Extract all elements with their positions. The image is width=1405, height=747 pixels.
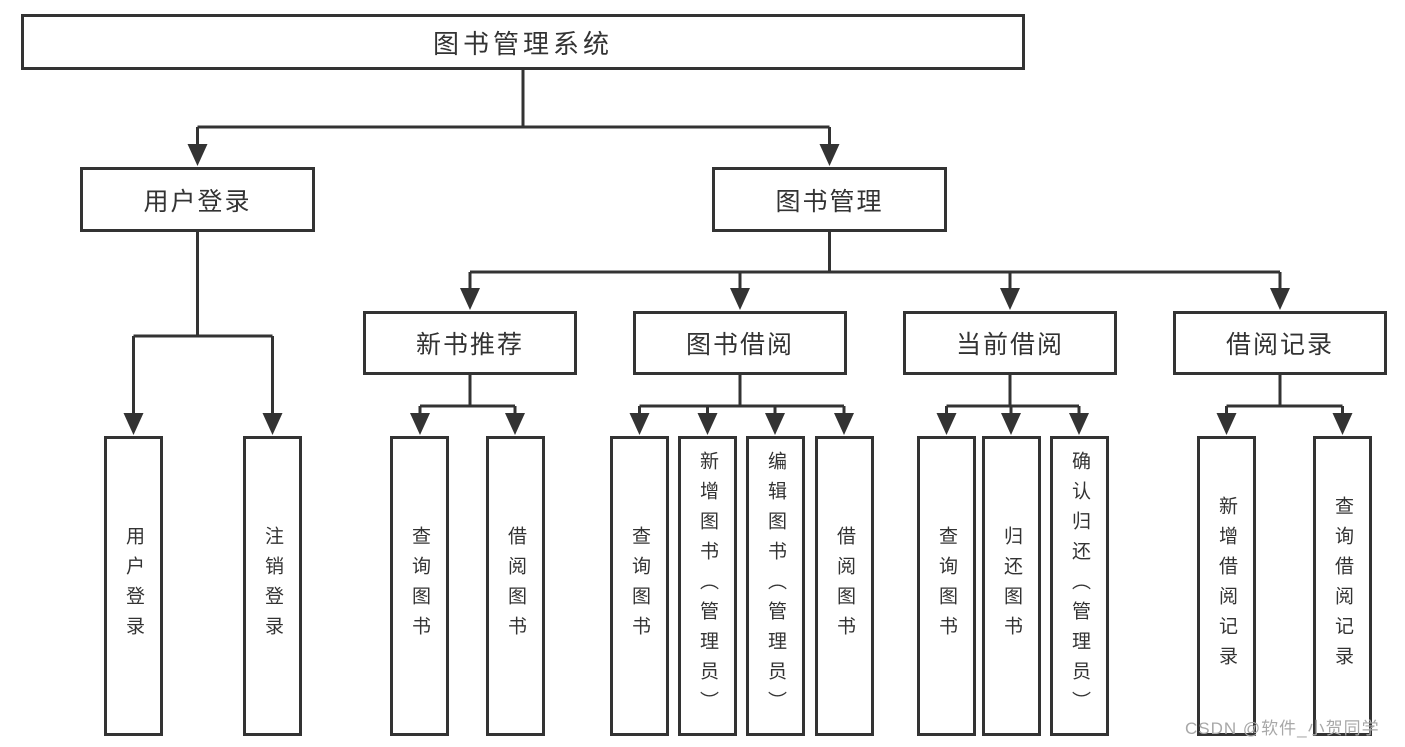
node-leaf-query-borrow-record: 查询借阅记录 [1313, 436, 1372, 736]
node-current-borrow: 当前借阅 [903, 311, 1117, 375]
node-leaf-borrow-books-recommend: 借阅图书 [486, 436, 545, 736]
node-leaf-query-books-current: 查询图书 [917, 436, 976, 736]
node-book-borrow: 图书借阅 [633, 311, 847, 375]
node-borrow-records: 借阅记录 [1173, 311, 1387, 375]
node-leaf-add-book-admin: 新增图书（管理员） [678, 436, 737, 736]
csdn-watermark: CSDN @软件_小贺同学 [1185, 719, 1380, 738]
node-leaf-return-book: 归还图书 [982, 436, 1041, 736]
node-user-login: 用户登录 [80, 167, 315, 232]
node-leaf-borrow-books: 借阅图书 [815, 436, 874, 736]
node-leaf-query-books-borrow: 查询图书 [610, 436, 669, 736]
node-leaf-confirm-return-admin: 确认归还（管理员） [1050, 436, 1109, 736]
node-leaf-query-books-recommend: 查询图书 [390, 436, 449, 736]
arrowheads [123, 144, 1353, 435]
node-leaf-add-borrow-record: 新增借阅记录 [1197, 436, 1256, 736]
node-book-management: 图书管理 [712, 167, 947, 232]
node-root: 图书管理系统 [21, 14, 1025, 70]
node-new-book-recommend: 新书推荐 [363, 311, 577, 375]
node-leaf-user-login: 用户登录 [104, 436, 163, 736]
node-leaf-logout: 注销登录 [243, 436, 302, 736]
node-leaf-edit-book-admin: 编辑图书（管理员） [746, 436, 805, 736]
